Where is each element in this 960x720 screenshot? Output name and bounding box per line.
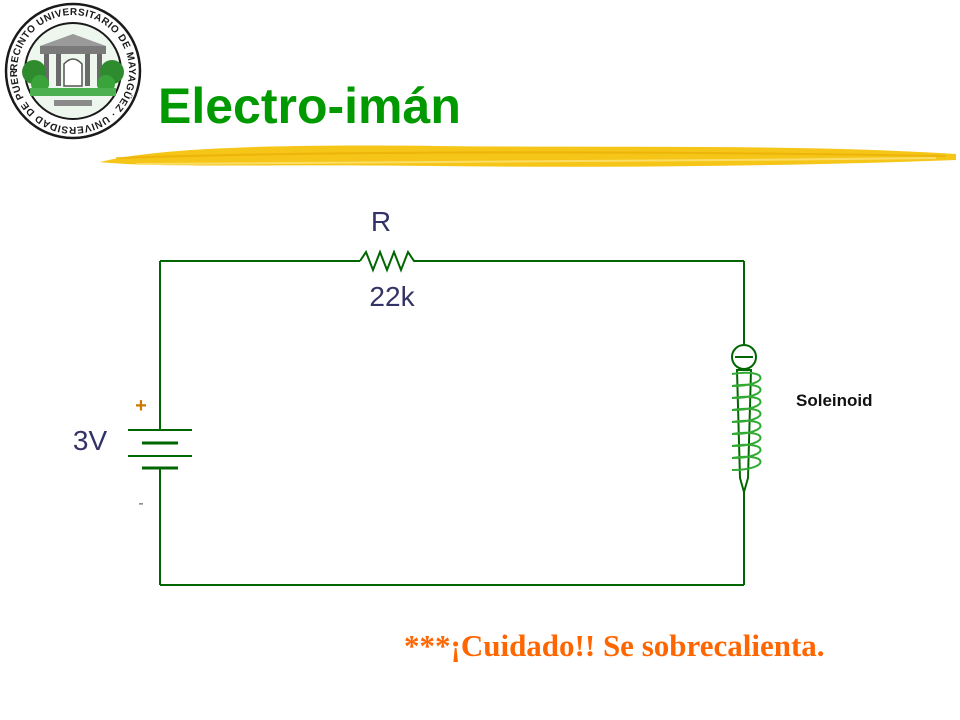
resistor-value-label: 22k [369, 281, 415, 312]
screw-shaft-icon [735, 369, 753, 496]
battery-negative-sign: - [138, 495, 143, 512]
resistor-name-label: R [371, 206, 391, 237]
slide-title: Electro-imán [158, 78, 461, 134]
resistor: R 22k [359, 206, 418, 312]
resistor-zigzag [359, 249, 418, 273]
solenoid-label: Soleinoid [796, 391, 873, 410]
title-underline-stroke [100, 145, 956, 167]
battery: + - 3V [73, 395, 192, 512]
overheat-warning: ***¡Cuidado!! Se sobrecalienta. [404, 628, 825, 663]
university-seal-logo: RECINTO UNIVERSITARIO DE MAYAGÜEZ · UNIV… [4, 2, 142, 140]
battery-positive-sign: + [135, 395, 147, 417]
circuit-wires [159, 260, 745, 586]
circuit-diagram: R 22k + - 3V Soleinoid [73, 206, 873, 586]
coil-winding-icon [731, 371, 762, 471]
battery-voltage-label: 3V [73, 425, 108, 456]
solenoid: Soleinoid [731, 344, 873, 496]
